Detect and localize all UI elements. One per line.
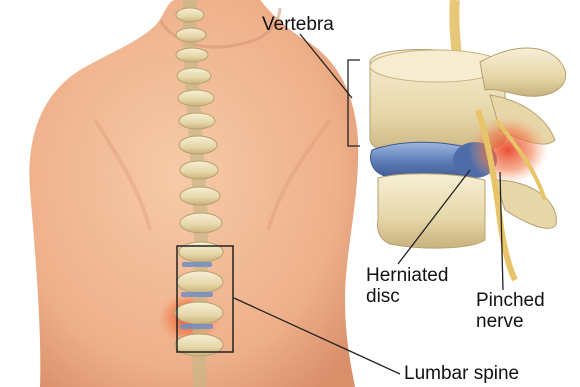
pinched-nerve-label: Pinched nerve bbox=[476, 290, 545, 332]
vertebra-closeup bbox=[370, 0, 566, 280]
vertebra-label: Vertebra bbox=[262, 14, 334, 35]
herniated-disc-label: Herniated disc bbox=[366, 265, 448, 307]
lumbar-spine-label: Lumbar spine bbox=[404, 363, 519, 384]
